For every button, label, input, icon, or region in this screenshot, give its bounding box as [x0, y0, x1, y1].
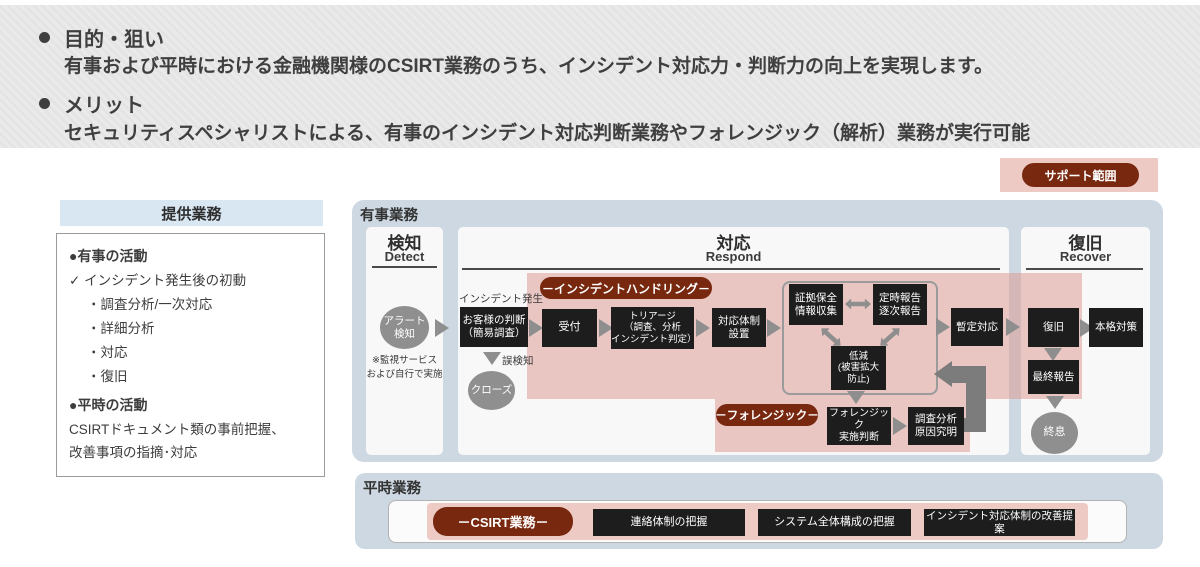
- arrow-right-icon: [529, 319, 543, 337]
- respond-header-en: Respond: [705, 249, 762, 264]
- sidebar-body: ●有事の活動 ✓ インシデント発生後の初動 ・調査分析/一次対応 ・詳細分析 ・…: [56, 233, 325, 477]
- arrow-down-icon: [1044, 348, 1062, 361]
- incident-occur-label: インシデント発生: [459, 293, 543, 305]
- sidebar-bullet-label: 調査分析/一次対応: [100, 297, 213, 312]
- list-item: ・対応: [69, 341, 312, 361]
- merit-body: セキュリティスペシャリストによる、有事のインシデント対応判断業務やフォレンジック…: [64, 123, 1030, 144]
- emergency-panel: 有事業務 検知 Detect 対応 Respond 復旧 Recover －イン…: [352, 200, 1163, 462]
- detect-header-jp: 検知: [387, 234, 422, 253]
- check-icon: ✓: [69, 273, 81, 288]
- double-arrow-icon: [845, 298, 871, 310]
- system-overview-node: システム全体構成の把握: [758, 509, 911, 536]
- forensic-badge: －フォレンジック－: [715, 404, 819, 426]
- detect-header-en: Detect: [384, 249, 425, 264]
- feedback-arrow-segment: [950, 366, 986, 383]
- bullet-icon: ・: [87, 321, 101, 336]
- sidebar-normal-line2: 改善事項の指摘･対応: [69, 445, 198, 460]
- detect-underline: [372, 266, 437, 268]
- recovery-node: 復旧: [1028, 308, 1079, 347]
- list-item: ・詳細分析: [69, 317, 312, 337]
- triage-node: トリアージ （調査、分析 インシデント判定）: [611, 307, 697, 349]
- arrow-right-icon: [1006, 318, 1020, 336]
- sidebar-check-item: ✓ インシデント発生後の初動: [69, 269, 312, 289]
- sidebar-normal-line1: CSIRTドキュメント類の事前把握、: [69, 422, 285, 437]
- evidence-node: 証拠保全 情報収集: [789, 284, 843, 325]
- purpose-title: 目的・狙い: [64, 29, 164, 51]
- support-scope-badge: サポート範囲: [1022, 163, 1139, 187]
- normal-panel: 平時業務 －CSIRT業務－ 連絡体制の把握 システム全体構成の把握 インシデン…: [355, 473, 1163, 549]
- recover-header-jp: 復旧: [1068, 234, 1103, 253]
- customer-judge-node: お客様の判断 （簡易調査）: [460, 307, 528, 347]
- recover-header-en: Recover: [1059, 249, 1112, 264]
- support-scope-legend: サポート範囲: [1000, 158, 1158, 192]
- contact-structure-node: 連絡体制の把握: [593, 509, 745, 536]
- mitigation-node: 低減 (被害拡大 防止): [831, 346, 886, 390]
- sidebar-check-label: インシデント発生後の初動: [84, 273, 247, 288]
- arrow-right-icon: [696, 319, 710, 337]
- intro-banner: 目的・狙い 有事および平時における金融機関様のCSIRT業務のうち、インシデント…: [0, 5, 1200, 148]
- emergency-panel-title: 有事業務: [360, 208, 418, 224]
- arrow-right-icon: [893, 417, 907, 435]
- bullet-icon: [39, 98, 50, 109]
- csirt-badge: －CSIRT業務－: [433, 507, 573, 536]
- list-item: ・復旧: [69, 365, 312, 385]
- improvement-proposal-node: インシデント対応体制の改善提案: [924, 509, 1075, 536]
- end-node: 終息: [1031, 412, 1078, 454]
- alert-detect-node: アラート 検知: [380, 306, 429, 349]
- report-node: 定時報告 逐次報告: [873, 284, 927, 325]
- sidebar-title: 提供業務: [60, 200, 323, 226]
- arrow-down-icon: [1046, 396, 1064, 409]
- arrow-down-icon: [847, 391, 865, 404]
- bullet-icon: ・: [87, 369, 101, 384]
- setup-node: 対応体制 設置: [712, 308, 766, 347]
- reception-node: 受付: [542, 309, 597, 347]
- arrow-down-icon: [483, 352, 501, 365]
- merit-title: メリット: [64, 95, 144, 117]
- arrow-right-icon: [599, 319, 613, 337]
- list-item: ・調査分析/一次対応: [69, 293, 312, 313]
- arrow-right-icon: [435, 319, 449, 337]
- full-measure-node: 本格対策: [1089, 308, 1143, 347]
- incident-handling-badge: －インシデントハンドリング－: [540, 277, 712, 299]
- arrow-right-icon: [767, 319, 781, 337]
- recover-underline: [1026, 268, 1143, 270]
- respond-header-jp: 対応: [716, 234, 751, 253]
- arrow-right-icon: [936, 318, 950, 336]
- purpose-body: 有事および平時における金融機関様のCSIRT業務のうち、インシデント対応力・判断…: [64, 56, 994, 77]
- close-node: クローズ: [468, 371, 515, 410]
- bullet-icon: ・: [87, 297, 101, 312]
- analysis-node: 調査分析 原因究明: [908, 407, 964, 445]
- double-arrow-icon: [821, 328, 841, 346]
- respond-underline: [462, 268, 1000, 270]
- monitor-note: ※監視サービス および自行で実施: [366, 355, 443, 380]
- sidebar-bullet-label: 復旧: [100, 369, 128, 384]
- sidebar-emergency-heading: ●有事の活動: [69, 248, 148, 264]
- double-arrow-icon: [880, 328, 900, 346]
- false-detect-label: 誤検知: [502, 355, 534, 367]
- normal-panel-title: 平時業務: [363, 481, 421, 497]
- feedback-arrow-left-icon: [934, 361, 952, 387]
- bullet-icon: ・: [87, 345, 101, 360]
- sidebar-bullet-label: 対応: [100, 345, 128, 360]
- sidebar-bullet-label: 詳細分析: [100, 321, 155, 336]
- final-report-node: 最終報告: [1028, 360, 1079, 394]
- sidebar-normal-heading: ●平時の活動: [69, 397, 148, 413]
- forensic-decision-node: フォレンジック 実施判断: [827, 407, 891, 445]
- provisional-node: 暫定対応: [951, 308, 1003, 346]
- bullet-icon: [39, 32, 50, 43]
